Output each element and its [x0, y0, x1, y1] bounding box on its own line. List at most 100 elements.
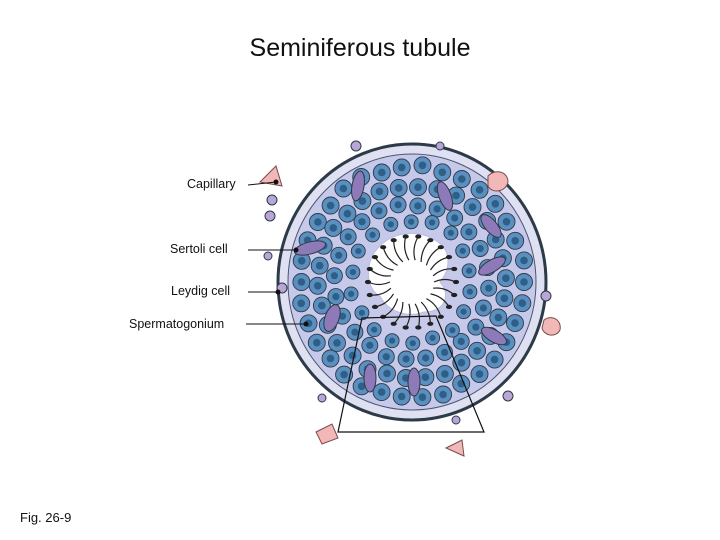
germ-cell-nucleus	[418, 161, 427, 170]
germ-cell-nucleus	[313, 282, 322, 290]
sperm-head	[437, 245, 444, 250]
germ-cell-nucleus	[502, 274, 510, 283]
germ-cell-nucleus	[366, 341, 374, 349]
sperm-head	[415, 234, 422, 239]
germ-cell-nucleus	[375, 187, 384, 196]
germ-cell-nucleus	[418, 393, 427, 402]
germ-cell-nucleus	[421, 373, 430, 382]
germ-cell-nucleus	[479, 304, 487, 312]
germ-cell-nucleus	[297, 257, 306, 265]
leydig-cell	[502, 390, 514, 402]
sertoli-cell	[436, 181, 454, 211]
germ-cell-nucleus	[326, 354, 335, 363]
leydig-cell	[317, 393, 327, 403]
germ-cell-nucleus	[459, 247, 466, 254]
capillary	[487, 171, 509, 192]
sperm-head	[371, 304, 379, 309]
germ-cell-nucleus	[378, 168, 386, 177]
capillary	[444, 439, 465, 457]
sperm-head	[452, 279, 460, 285]
sperm-head	[390, 321, 397, 326]
germ-cell-nucleus	[511, 237, 519, 245]
sperm-head	[402, 234, 409, 239]
leydig-cell	[540, 290, 552, 302]
label-spermatogonium: Spermatogonium	[129, 317, 225, 331]
germ-cell-nucleus	[429, 334, 436, 341]
germ-cell-nucleus	[402, 355, 410, 363]
germ-cell-nucleus	[441, 348, 449, 356]
germ-cell-nucleus	[466, 267, 473, 274]
germ-cell-nucleus	[371, 326, 378, 333]
sertoli-cell	[480, 214, 502, 238]
germ-cell-nucleus	[447, 229, 454, 236]
germ-cell-nucleus	[383, 369, 391, 378]
germ-cell-nucleus	[475, 370, 484, 378]
germ-cell-nucleus	[491, 200, 500, 208]
sperm-head	[415, 325, 422, 330]
germ-cell-nucleus	[449, 327, 456, 334]
germ-cell-nucleus	[520, 278, 528, 286]
germ-cell-nucleus	[332, 293, 340, 301]
germ-cell-nucleus	[318, 301, 326, 310]
sperm-head	[366, 292, 373, 298]
germ-cell-nucleus	[433, 205, 441, 213]
germ-cell-nucleus	[387, 221, 394, 228]
germ-cell-nucleus	[429, 219, 436, 226]
germ-cell-nucleus	[438, 168, 447, 177]
germ-cell-nucleus	[414, 202, 422, 210]
capillary-leader-dot	[273, 179, 279, 185]
germ-cell-nucleus	[369, 231, 376, 238]
sperm-head	[427, 321, 434, 326]
leader-lines	[246, 179, 309, 327]
germ-cell-nucleus	[314, 218, 322, 226]
germ-cell-nucleus	[502, 217, 511, 226]
sperm-head	[402, 325, 409, 330]
germ-cell-nucleus	[358, 197, 367, 205]
germ-cell-nucleus	[490, 355, 499, 364]
leydig-cell	[264, 210, 276, 222]
capillary-leader	[247, 181, 277, 186]
figure-label: Fig. 26-9	[20, 510, 72, 525]
germ-cell-nucleus	[397, 163, 406, 172]
germ-cell-nucleus	[485, 284, 493, 292]
leydig-cell	[266, 194, 278, 206]
label-leydig-cell: Leydig cell	[171, 284, 231, 298]
germ-cell-nucleus	[457, 358, 466, 367]
germ-cell-nucleus	[343, 209, 352, 218]
germ-cell-nucleus	[441, 370, 449, 378]
sperm-tail	[414, 303, 420, 328]
germ-cell-nucleus	[326, 201, 335, 210]
germ-cell-nucleus	[452, 191, 460, 200]
sertoli-cell	[363, 363, 377, 393]
leydig-cell	[451, 415, 461, 425]
germ-cell-nucleus	[297, 299, 306, 308]
germ-cell-nucleus	[422, 354, 430, 362]
germ-cell-nucleus	[475, 186, 484, 194]
sperm-head	[451, 266, 458, 272]
germ-cell-nucleus	[466, 288, 473, 295]
sertoli-cells	[293, 170, 507, 397]
leydig-cell	[263, 251, 273, 261]
capillary	[315, 423, 339, 445]
sperm-head	[371, 255, 379, 260]
germ-cell-nucleus	[457, 337, 465, 345]
germ-cell-nucleus	[518, 299, 527, 308]
germ-cell-nucleus	[339, 184, 348, 193]
germ-cell-nucleus	[344, 233, 352, 241]
germ-cell-nucleus	[465, 228, 473, 236]
sperm-head	[366, 266, 373, 272]
germ-cell-nucleus	[357, 382, 366, 391]
germ-cell-nucleus	[394, 201, 402, 209]
sperm-head	[427, 238, 434, 243]
germ-cell-nucleus	[408, 218, 415, 225]
germ-cell-nucleus	[333, 339, 341, 347]
germ-cell-nucleus	[476, 244, 484, 253]
sertoli-cell	[323, 304, 341, 332]
sperm-head	[445, 304, 453, 309]
label-sertoli-cell: Sertoli cell	[170, 242, 228, 256]
germ-cell-nucleus	[494, 313, 503, 322]
germ-cell-nucleus	[358, 218, 366, 226]
germ-cell-nucleus	[349, 269, 356, 276]
sperm-tail	[404, 236, 410, 261]
